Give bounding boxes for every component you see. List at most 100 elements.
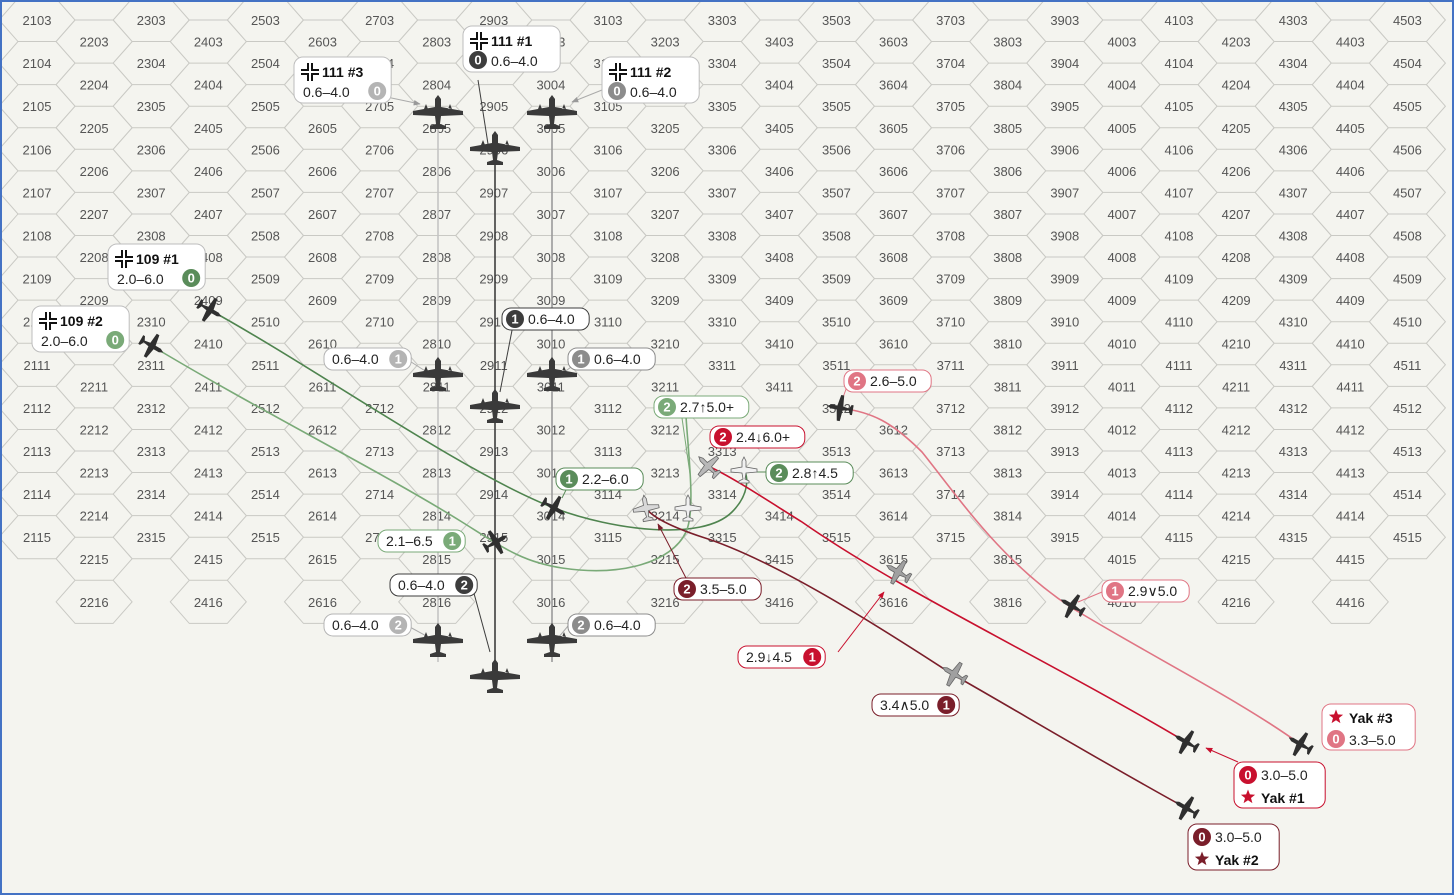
hex-number: 2306 xyxy=(137,142,166,157)
hex-number: 4513 xyxy=(1393,444,1422,459)
turn-badge xyxy=(560,470,578,488)
hex-number: 4305 xyxy=(1279,99,1308,114)
hex-number: 4413 xyxy=(1336,466,1365,481)
yak-3-aircraft[interactable] xyxy=(825,393,855,423)
bf109-2-aircraft[interactable] xyxy=(134,328,170,364)
hex-number: 4203 xyxy=(1222,35,1251,50)
turn-badge xyxy=(1327,730,1345,748)
he111-3-aircraft[interactable] xyxy=(413,95,463,129)
hex-number: 2310 xyxy=(137,315,166,330)
hex-number: 3915 xyxy=(1050,530,1079,545)
bf109-2-aircraft[interactable] xyxy=(478,524,514,560)
hex-number: 2413 xyxy=(194,466,223,481)
hex-number: 3603 xyxy=(879,35,908,50)
red-star-icon xyxy=(1194,851,1210,866)
yak-1-aircraft[interactable] xyxy=(1168,724,1204,760)
turn-badge-number: 2 xyxy=(461,578,468,593)
hex-number: 3614 xyxy=(879,509,908,524)
hex-number: 2614 xyxy=(308,509,337,524)
yak-2-aircraft[interactable] xyxy=(1168,790,1204,826)
hex-number: 2115 xyxy=(23,530,51,545)
hex-number: 3208 xyxy=(651,250,680,265)
balkenkreuz-icon xyxy=(39,312,57,330)
yak-3-aircraft[interactable] xyxy=(1282,726,1318,762)
hex-number: 2103 xyxy=(23,13,52,28)
yak-1-aircraft[interactable] xyxy=(690,448,727,485)
hex-number: 2713 xyxy=(365,444,394,459)
hex-number: 3515 xyxy=(822,530,851,545)
turn-badge xyxy=(1239,766,1257,784)
yak-3-aircraft[interactable] xyxy=(1054,588,1090,624)
he111-3-aircraft[interactable] xyxy=(413,623,463,657)
unit-name: 111 #2 xyxy=(630,64,671,80)
he111-2-aircraft[interactable] xyxy=(527,95,577,129)
hex-number: 4010 xyxy=(1107,336,1136,351)
hex-number: 3610 xyxy=(879,336,908,351)
bf109-1-aircraft[interactable] xyxy=(536,490,572,526)
turn-badge-number: 2 xyxy=(395,618,402,633)
hex-number: 4505 xyxy=(1393,99,1422,114)
hex-number: 3108 xyxy=(594,229,623,244)
he111-1-aircraft[interactable] xyxy=(470,389,520,423)
speed-altitude: 2.9↓4.5 xyxy=(746,649,792,665)
hex-number: 4411 xyxy=(1336,379,1364,394)
he111-2-aircraft[interactable] xyxy=(527,623,577,657)
yak-1-aircraft[interactable] xyxy=(880,554,916,590)
he111-1-aircraft[interactable] xyxy=(470,131,520,165)
he111-2-aircraft[interactable] xyxy=(527,357,577,391)
turn-badge-number: 2 xyxy=(577,618,584,633)
hex-number: 3216 xyxy=(651,595,680,610)
hex-number: 2412 xyxy=(194,422,223,437)
hex-number: 2503 xyxy=(251,13,280,28)
yak-2-aircraft[interactable] xyxy=(631,493,661,523)
hex-number: 4415 xyxy=(1336,552,1365,567)
turn-badge xyxy=(714,428,732,446)
he111-3-aircraft[interactable] xyxy=(413,357,463,391)
hex-number: 3408 xyxy=(765,250,794,265)
turn-badge-number: 0 xyxy=(188,271,195,286)
bf109-1-aircraft[interactable] xyxy=(192,292,228,328)
speed-altitude: 2.9∨5.0 xyxy=(1128,583,1177,599)
hex-number: 2714 xyxy=(365,487,394,502)
hex-number: 4311 xyxy=(1279,358,1307,373)
bf109-1-aircraft[interactable] xyxy=(730,456,758,484)
yak-2-aircraft[interactable] xyxy=(936,656,972,692)
hex-number: 3407 xyxy=(765,207,794,222)
he111-1-aircraft[interactable] xyxy=(470,659,520,693)
bf109-2-aircraft[interactable] xyxy=(674,494,702,522)
turn-badge xyxy=(572,616,590,634)
yak-3-path xyxy=(839,407,1301,745)
hex-number: 4210 xyxy=(1222,336,1251,351)
hex-number: 3212 xyxy=(651,422,680,437)
hex-number: 4406 xyxy=(1336,164,1365,179)
hex-number: 4303 xyxy=(1279,13,1308,28)
hex-number: 3506 xyxy=(822,142,851,157)
hex-number: 3904 xyxy=(1050,56,1079,71)
